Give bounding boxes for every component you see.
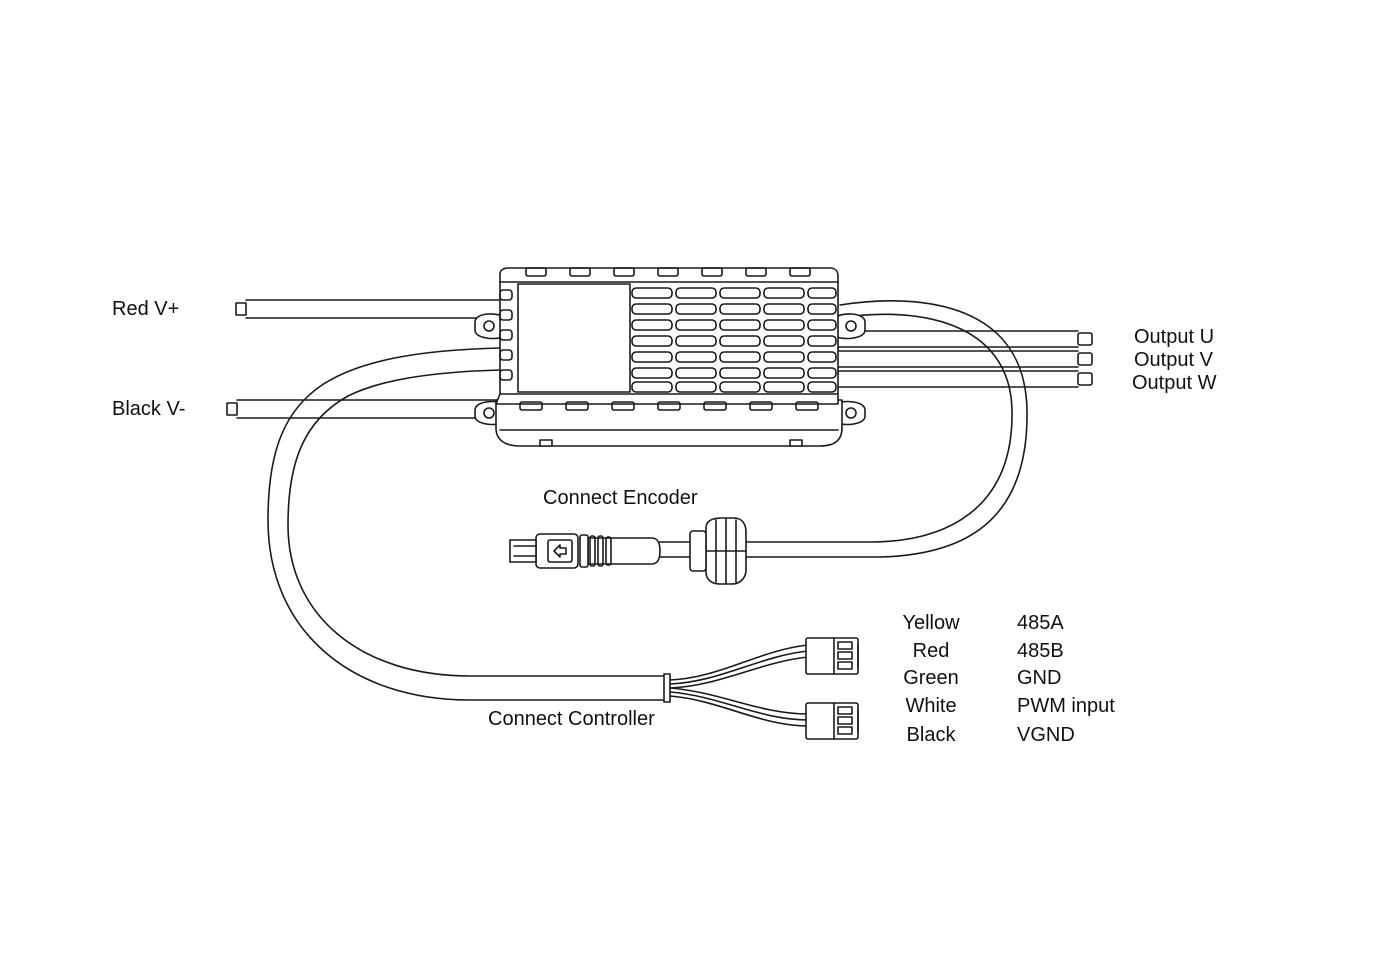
upper-pin-plug [805,637,859,675]
red-v-plus-label: Red V+ [112,298,180,320]
controller-split-wires [669,644,809,727]
connect-controller-label: Connect Controller [488,708,655,730]
encoder-connector [509,517,747,585]
wire-signal-485a: 485A [1017,612,1064,634]
lower-pin-plug [805,702,859,740]
esc-body [474,267,866,447]
encoder-cable [744,300,1028,558]
black-v-minus-wire [226,399,501,419]
wire-signal-485b: 485B [1017,640,1064,662]
wire-color-green: Green [903,667,959,689]
output-u-wire [837,330,1093,348]
connect-encoder-label: Connect Encoder [543,487,698,509]
top-notches [525,267,811,277]
side-notches [499,289,513,381]
wire-signal-gnd: GND [1017,667,1062,689]
output-u-label: Output U [1134,326,1215,348]
wire-signal-pwm-input: PWM input [1017,695,1115,717]
output-w-label: Output W [1132,372,1217,394]
red-v-plus-wire [235,299,501,319]
output-v-label: Output V [1134,349,1213,371]
black-v-minus-label: Black V- [112,398,186,420]
wire-color-black: Black [906,724,956,746]
controller-cable [267,347,671,703]
output-v-wire [837,350,1093,368]
heatsink-fins [631,287,837,393]
wire-signal-vgnd: VGND [1017,724,1075,746]
wire-color-yellow: Yellow [902,612,960,634]
wire-color-red: Red [912,640,950,662]
wire-color-white: White [905,695,957,717]
output-w-wire [837,370,1093,388]
